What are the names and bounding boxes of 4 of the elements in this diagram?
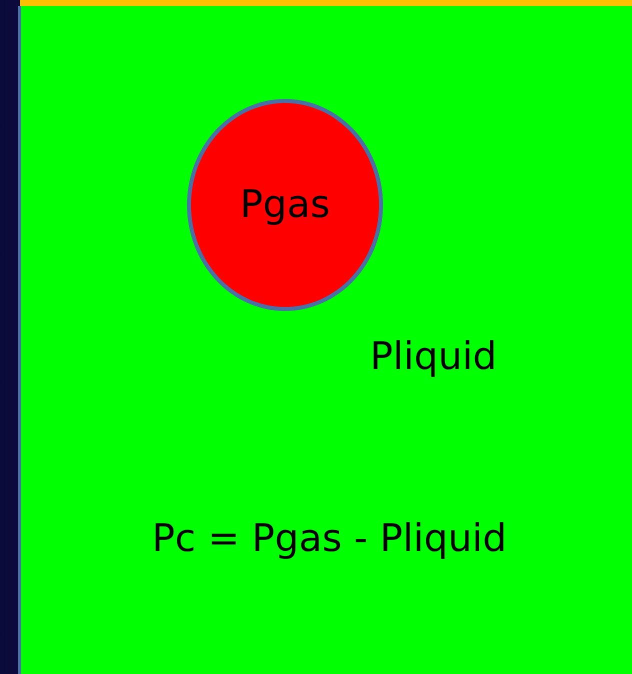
liquid-panel xyxy=(18,6,632,674)
liquid-label: Pliquid xyxy=(370,336,497,378)
formula-text: Pc = Pgas - Pliquid xyxy=(152,518,507,560)
gas-label: Pgas xyxy=(240,184,330,226)
